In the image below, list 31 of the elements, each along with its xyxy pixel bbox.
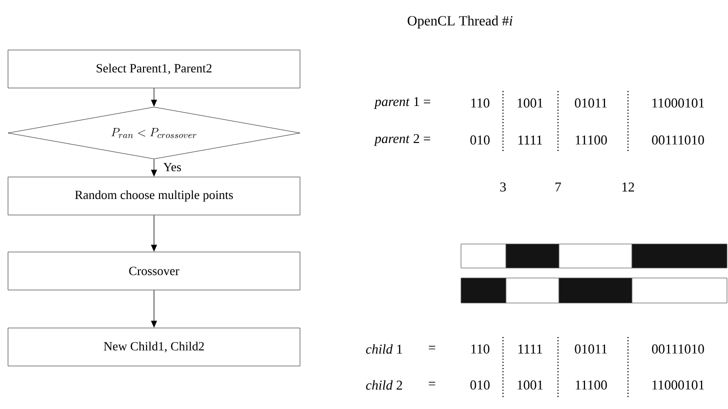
bit-string: 01011: [574, 98, 607, 108]
equals-sign: =: [428, 382, 436, 386]
bit-string: 11000101: [652, 98, 704, 108]
bit-string: 010: [470, 135, 490, 145]
bit-string: 00111010: [652, 344, 704, 354]
bit-string: 11100: [576, 380, 607, 390]
bit-string: 11000101: [652, 380, 704, 390]
bit-string: 1001: [518, 98, 543, 108]
bit-string: 110: [471, 98, 490, 108]
cut-point-number: 7: [556, 182, 561, 192]
process-box: Select Parent1, Parent2: [8, 50, 300, 88]
bit-string: 11100: [576, 135, 607, 145]
bit-string: 01011: [574, 344, 607, 354]
row-label: child 2: [366, 380, 402, 390]
bit-string: 1001: [518, 380, 543, 390]
row-label: child 1: [366, 344, 402, 354]
process-box: New Child1, Child2: [8, 328, 300, 366]
title: OpenCL Thread #i: [408, 16, 512, 28]
cut-point-number: 3: [500, 182, 506, 192]
edge-label: Yes: [163, 162, 181, 172]
bit-string: 110: [471, 344, 490, 354]
bit-string: 1111: [518, 344, 542, 354]
bit-string: 00111010: [652, 135, 704, 145]
bit-string: 1111: [518, 136, 542, 144]
cut-point-number: 12: [622, 182, 634, 192]
equals-sign: =: [428, 346, 436, 350]
process-box: Crossover: [8, 252, 300, 290]
row-label: parent 2 =: [374, 134, 430, 146]
bit-string: 010: [470, 380, 490, 390]
row-label: parent 1 =: [374, 97, 430, 109]
process-box: Random choose multiple points: [8, 176, 300, 216]
